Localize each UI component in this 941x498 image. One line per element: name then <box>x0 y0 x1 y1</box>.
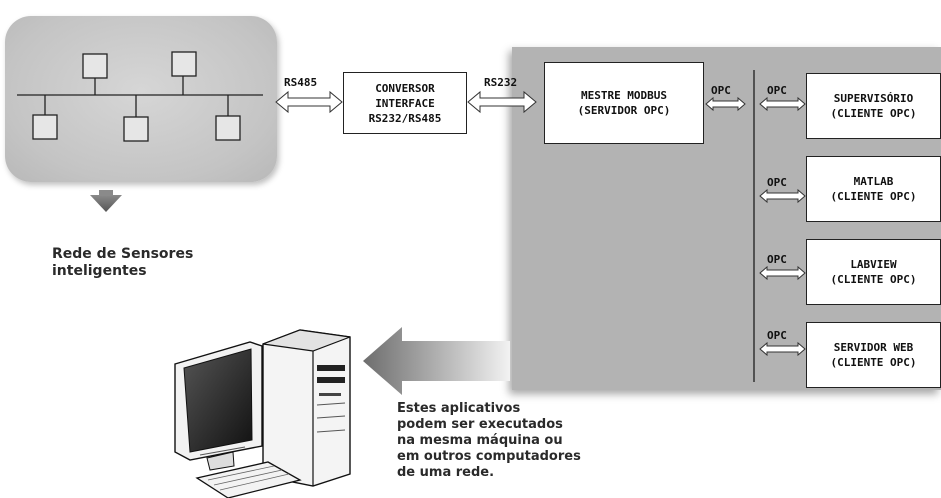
double-arrow-icon <box>275 90 537 114</box>
client-box-labview: LABVIEW (CLIENTE OPC) <box>806 239 941 305</box>
rs485-label: RS485 <box>284 76 318 89</box>
client-role: (CLIENTE OPC) <box>830 356 917 369</box>
client-name: SUPERVISÓRIO <box>833 92 914 105</box>
converter-box: CONVERSOR INTERFACE RS232/RS485 <box>343 72 467 134</box>
client-name: SERVIDOR WEB <box>833 341 914 354</box>
applications-note: Estes aplicativos podem ser executados n… <box>397 401 581 481</box>
converter-line: INTERFACE <box>375 96 435 110</box>
sensor-bus <box>17 76 263 117</box>
client-name: LABVIEW <box>850 258 897 271</box>
sensor-network-area <box>5 16 277 182</box>
note-line: em outros computadores <box>397 449 581 464</box>
note-line: na mesma máquina ou <box>397 433 563 448</box>
master-opc-label: OPC <box>711 84 731 97</box>
client-box-servidor-web: SERVIDOR WEB (CLIENTE OPC) <box>806 322 941 388</box>
computer-icon <box>174 329 351 498</box>
down-arrow-icon <box>90 195 122 212</box>
network-caption-line: inteligentes <box>52 263 147 279</box>
converter-line: RS232/RS485 <box>368 111 442 125</box>
rs232-label: RS232 <box>484 76 518 89</box>
network-caption-line: Rede de Sensores <box>52 246 194 262</box>
client-role: (CLIENTE OPC) <box>830 273 917 286</box>
network-caption: Rede de Sensores inteligentes <box>52 246 193 280</box>
master-modbus-box: MESTRE MODBUS (SERVIDOR OPC) <box>544 62 704 144</box>
client-opc-label: OPC <box>767 329 787 342</box>
note-line: de uma rede. <box>397 465 495 480</box>
client-role: (CLIENTE OPC) <box>830 190 917 203</box>
left-arrow-icon <box>363 327 510 395</box>
note-line: Estes aplicativos <box>397 401 521 416</box>
master-line: (SERVIDOR OPC) <box>577 104 671 117</box>
client-opc-label: OPC <box>767 176 787 189</box>
double-arrow-icon <box>705 96 806 357</box>
client-role: (CLIENTE OPC) <box>830 107 917 120</box>
client-opc-label: OPC <box>767 84 787 97</box>
note-line: podem ser executados <box>397 417 563 432</box>
sensor-node <box>32 51 241 142</box>
master-line: MESTRE MODBUS <box>580 89 668 102</box>
client-opc-label: OPC <box>767 253 787 266</box>
client-name: MATLAB <box>853 175 894 188</box>
client-box-matlab: MATLAB (CLIENTE OPC) <box>806 156 941 222</box>
client-box-supervisorio: SUPERVISÓRIO (CLIENTE OPC) <box>806 73 941 139</box>
converter-line: CONVERSOR <box>375 81 435 95</box>
